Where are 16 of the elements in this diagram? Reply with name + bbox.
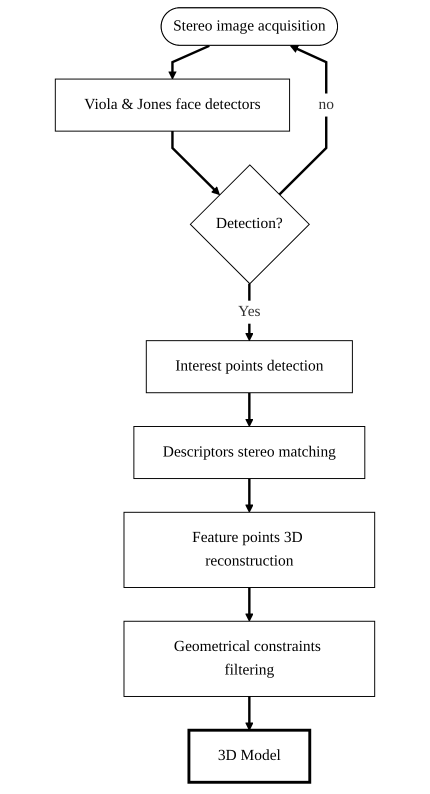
node-box: Feature points 3D reconstruction — [124, 512, 376, 588]
node-diamond: Detection? — [190, 164, 310, 284]
node-box: Interest points detection — [146, 340, 353, 394]
edge-label: Yes — [238, 304, 261, 320]
arrow — [168, 44, 210, 80]
arrow — [245, 588, 254, 622]
arrow — [245, 392, 254, 427]
node-box: Geometrical constraints filtering — [124, 620, 376, 697]
arrow — [245, 478, 254, 513]
node-box: Viola & Jones face detectors — [54, 78, 290, 132]
arrow — [245, 696, 254, 731]
arrow — [278, 45, 328, 196]
node-box: Descriptors stereo matching — [133, 426, 366, 480]
arrow — [171, 131, 220, 196]
node-box: 3D Model — [187, 728, 312, 784]
edge-label: no — [318, 96, 334, 113]
